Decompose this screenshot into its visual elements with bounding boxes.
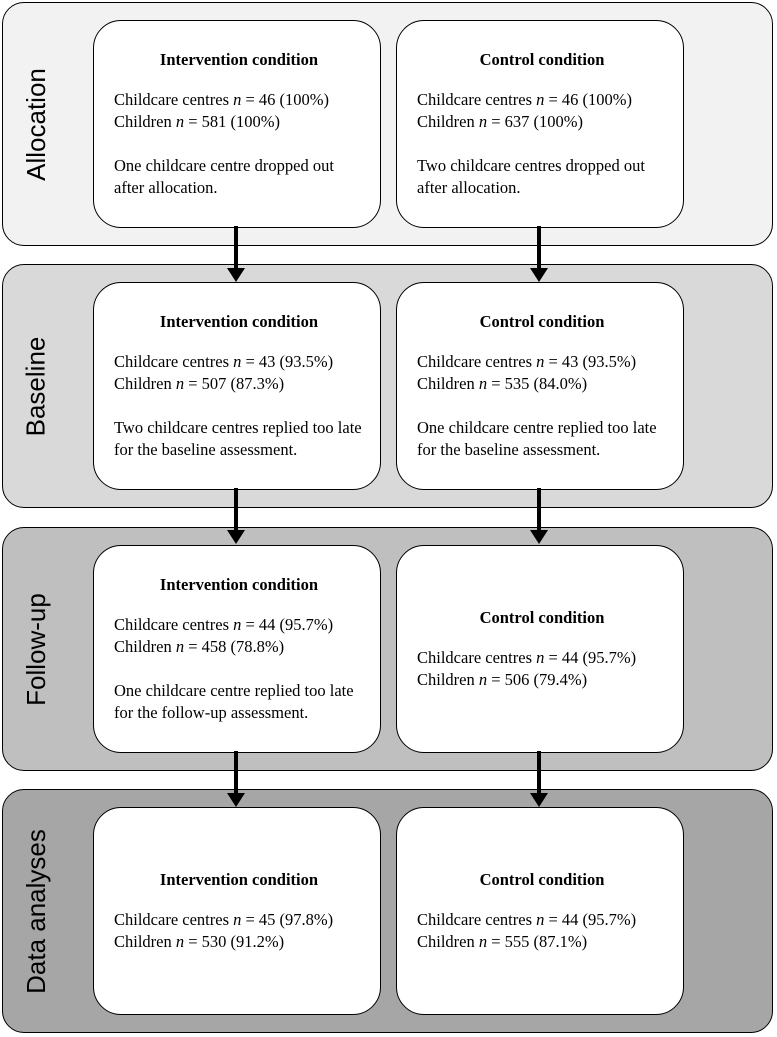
control-box: Control condition Childcare centres n = … [396,282,684,490]
children-line: Children n = 535 (84.0%) [417,374,588,393]
centres-line: Childcare centres n = 43 (93.5%) [114,352,334,371]
box-note: One childcare centre replied too late fo… [114,681,354,722]
children-line: Children n = 458 (78.8%) [114,637,285,656]
flow-arrow [530,488,548,544]
intervention-box: Intervention condition Childcare centres… [93,20,381,228]
centres-line: Childcare centres n = 43 (93.5%) [417,352,637,371]
centres-line: Childcare centres n = 46 (100%) [417,90,633,109]
box-title: Intervention condition [159,312,319,331]
stage-label: Baseline [20,336,51,436]
stage-label: Data analyses [20,828,51,994]
children-line: Children n = 530 (91.2%) [114,932,285,951]
flow-arrow [227,226,245,282]
box-note: One childcare centre dropped out after a… [114,156,334,197]
stage-label: Allocation [20,67,51,181]
box-title: Control condition [479,50,605,69]
control-box: Control condition Childcare centres n = … [396,545,684,753]
intervention-box: Intervention condition Childcare centres… [93,545,381,753]
flow-arrow [227,751,245,807]
centres-line: Childcare centres n = 44 (95.7%) [417,648,637,667]
stage-follow-up: Follow-up Intervention condition Childca… [2,527,773,771]
box-note: Two childcare centres dropped out after … [417,156,645,197]
children-line: Children n = 637 (100%) [417,112,584,131]
stage-baseline: Baseline Intervention condition Childcar… [2,264,773,508]
box-title: Intervention condition [159,50,319,69]
children-line: Children n = 581 (100%) [114,112,281,131]
centres-line: Childcare centres n = 44 (95.7%) [417,910,637,929]
control-box: Control condition Childcare centres n = … [396,807,684,1015]
flow-arrow [530,751,548,807]
control-box: Control condition Childcare centres n = … [396,20,684,228]
stage-allocation: Allocation Intervention condition Childc… [2,2,773,246]
box-note: One childcare centre replied too late fo… [417,418,657,459]
box-title: Control condition [479,608,605,627]
intervention-box: Intervention condition Childcare centres… [93,282,381,490]
box-note: Two childcare centres replied too late f… [114,418,362,459]
centres-line: Childcare centres n = 44 (95.7%) [114,615,334,634]
box-title: Control condition [479,870,605,889]
centres-line: Childcare centres n = 46 (100%) [114,90,330,109]
intervention-box: Intervention condition Childcare centres… [93,807,381,1015]
stage-label: Follow-up [20,592,51,706]
box-title: Control condition [479,312,605,331]
flow-arrow [227,488,245,544]
children-line: Children n = 555 (87.1%) [417,932,588,951]
stage-data-analyses: Data analyses Intervention condition Chi… [2,789,773,1033]
flow-arrow [530,226,548,282]
centres-line: Childcare centres n = 45 (97.8%) [114,910,334,929]
children-line: Children n = 507 (87.3%) [114,374,285,393]
children-line: Children n = 506 (79.4%) [417,670,588,689]
box-title: Intervention condition [159,870,319,889]
box-title: Intervention condition [159,575,319,594]
